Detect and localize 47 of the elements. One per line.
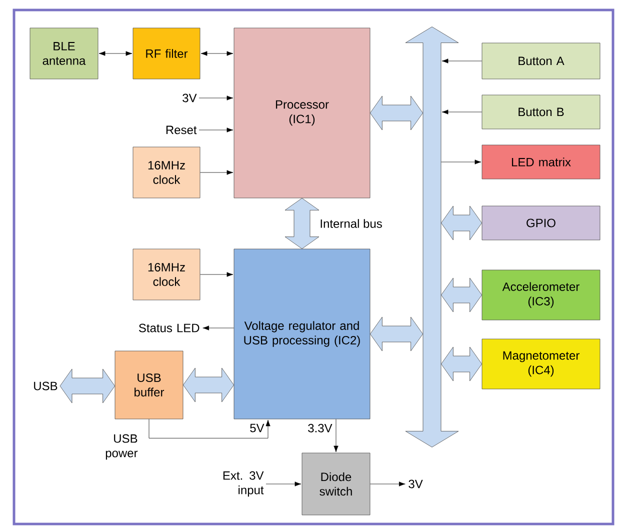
arrow: [441, 160, 482, 164]
block-box: Magnetometer (IC4): [482, 338, 600, 390]
edge-label: 3.3V: [306, 422, 334, 434]
block-arrow: [441, 278, 482, 312]
signal-label: Reset: [166, 126, 197, 134]
arrow: [200, 51, 234, 56]
block-arrow: [370, 316, 423, 352]
arrow: [98, 51, 132, 56]
signal-label: Status LED: [139, 324, 200, 332]
signal-label: 3V: [408, 480, 423, 488]
block-box: USB buffer: [114, 350, 184, 420]
arrow: [148, 418, 270, 438]
block-box: BLE antenna: [30, 28, 98, 80]
signal-label: USB: [34, 382, 58, 390]
bus-arrow: [405, 26, 459, 448]
block-arrow: [60, 368, 115, 404]
signal-label: 3V: [182, 94, 197, 102]
arrow: [198, 96, 234, 100]
arrow: [442, 58, 482, 64]
arrow: [334, 418, 338, 452]
arrow: [198, 128, 234, 132]
arrow: [202, 326, 234, 330]
block-box: Voltage regulator and USB processing (IC2): [234, 248, 370, 420]
block-box: RF filter: [132, 28, 200, 80]
block-arrow: [284, 198, 320, 249]
edge-label: 5V: [248, 422, 266, 434]
arrow: [200, 170, 234, 175]
block-arrow: [183, 368, 234, 402]
block-box: Diode switch: [302, 452, 370, 516]
block-box: 16MHz clock: [132, 248, 200, 300]
block-arrow: [441, 346, 482, 382]
edge-label: Internal bus: [318, 218, 384, 230]
block-arrow: [441, 206, 482, 240]
arrow: [266, 482, 302, 486]
signal-label: Ext. 3V input: [223, 471, 264, 497]
block-arrow: [370, 96, 423, 130]
block-box: Button B: [482, 94, 600, 130]
block-box: Accelerometer (IC3): [482, 270, 600, 320]
arrow: [370, 482, 406, 486]
block-box: Processor (IC1): [234, 28, 370, 198]
arrow: [442, 110, 482, 114]
block-box: LED matrix: [482, 144, 600, 180]
block-box: Button A: [482, 42, 600, 80]
block-box: GPIO: [482, 206, 600, 240]
side-note: USB power: [106, 434, 138, 460]
arrow: [200, 272, 234, 277]
block-box: 16MHz clock: [132, 146, 200, 198]
